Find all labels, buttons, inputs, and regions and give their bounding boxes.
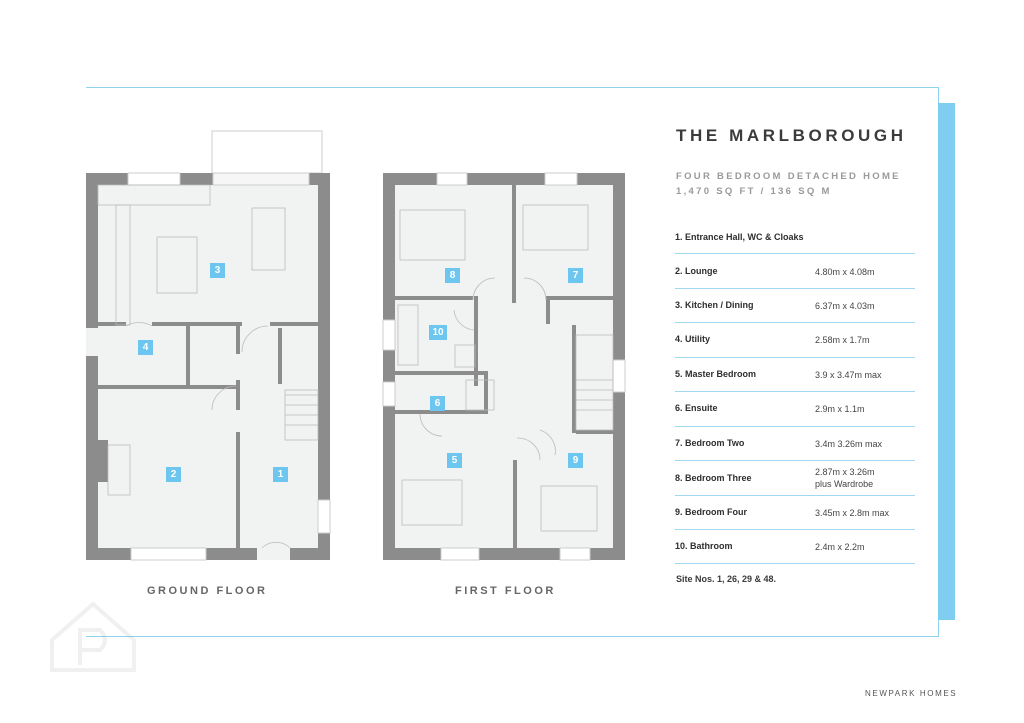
room-label-10: 10 [429,325,447,340]
page-title: THE MARLBOROUGH [676,126,907,145]
first-floor-label: FIRST FLOOR [455,585,556,597]
room-name: 10. Bathroom [675,541,733,551]
room-dims: 3.9 x 3.47m max [815,370,882,380]
room-dims: 3.4m 3.26m max [815,439,883,449]
room-dims: 4.80m x 4.08m [815,267,875,277]
room-dims: 2.9m x 1.1m [815,404,865,414]
room-name: 3. Kitchen / Dining [675,300,754,310]
room-label-9: 9 [568,453,583,468]
ground-floor-label: GROUND FLOOR [147,585,268,597]
room-label-1: 1 [273,467,288,482]
room-row: 3. Kitchen / Dining 6.37m x 4.03m [675,289,915,323]
room-label-6: 6 [430,396,445,411]
room-label-3: 3 [210,263,225,278]
room-dims: 6.37m x 4.03m [815,301,875,311]
room-name: 2. Lounge [675,266,718,276]
room-row: 7. Bedroom Two 3.4m 3.26m max [675,427,915,461]
room-label-5: 5 [447,453,462,468]
room-dims-line2: plus Wardrobe [815,479,874,489]
room-row: 9. Bedroom Four 3.45m x 2.8m max [675,496,915,530]
room-dims: 2.58m x 1.7m [815,335,870,345]
room-row: 8. Bedroom Three 2.87m x 3.26m plus Wardro… [675,461,915,496]
room-name: 1. Entrance Hall, WC & Cloaks [675,232,804,242]
room-name: 5. Master Bedroom [675,369,757,379]
room-label-8: 8 [445,268,460,283]
subtitle: FOUR BEDROOM DETACHED HOME [676,171,901,182]
room-name: 8. Bedroom Three [675,473,752,483]
room-row: 1. Entrance Hall, WC & Cloaks [675,226,915,254]
room-row: 10. Bathroom 2.4m x 2.2m [675,530,915,564]
room-name: 6. Ensuite [675,403,718,413]
room-dims-line1: 2.87m x 3.26m [815,467,875,477]
first-floor-plan [382,172,626,561]
room-row: 2. Lounge 4.80m x 4.08m [675,254,915,289]
room-dims: 2.87m x 3.26m plus Wardrobe [815,466,875,490]
frame-bottom-line [86,636,938,637]
room-label-4: 4 [138,340,153,355]
room-name: 4. Utility [675,334,711,344]
site-numbers: Site Nos. 1, 26, 29 & 48. [676,574,777,584]
room-row: 5. Master Bedroom 3.9 x 3.47m max [675,358,915,392]
floor-area: 1,470 SQ FT / 136 SQ M [676,186,832,197]
room-name: 7. Bedroom Two [675,438,745,448]
room-name: 9. Bedroom Four [675,507,748,517]
brand-name: NEWPARK HOMES [865,689,958,698]
room-dims: 3.45m x 2.8m max [815,508,890,518]
room-label-2: 2 [166,467,181,482]
watermark-logo [50,601,136,672]
room-dims: 2.4m x 2.2m [815,542,865,552]
room-label-7: 7 [568,268,583,283]
accent-bar [938,103,955,620]
room-row: 6. Ensuite 2.9m x 1.1m [675,392,915,427]
room-row: 4. Utility 2.58m x 1.7m [675,323,915,358]
frame-top-line [86,87,938,88]
ground-floor-plan [86,130,331,561]
